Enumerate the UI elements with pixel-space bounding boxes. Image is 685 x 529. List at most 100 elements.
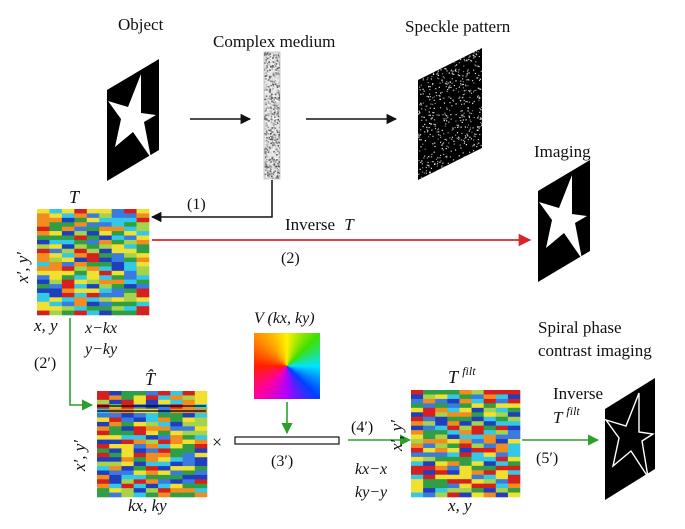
noise-dot <box>424 131 426 133</box>
matrix-cell <box>124 239 137 245</box>
noise-dot <box>275 123 277 126</box>
noise-dot <box>265 59 267 61</box>
matrix-cell <box>99 222 112 227</box>
matrix-cell <box>133 413 147 418</box>
matrix-cell <box>86 262 100 267</box>
noise-dot <box>274 170 276 172</box>
matrix-cell <box>74 275 88 280</box>
noise-dot <box>278 66 280 69</box>
noise-dot <box>428 96 430 98</box>
noise-dot <box>272 80 274 83</box>
noise-dot <box>424 54 427 56</box>
noise-dot <box>466 53 468 55</box>
matrix-cell <box>459 398 472 404</box>
matrix-cell <box>61 306 75 311</box>
noise-dot <box>273 142 275 144</box>
noise-dot <box>458 97 460 99</box>
noise-dot <box>268 63 270 65</box>
noise-dot <box>439 172 441 174</box>
matrix-cell <box>133 444 147 449</box>
noise-dot <box>478 160 480 162</box>
noise-dot <box>466 126 468 128</box>
noise-dot <box>434 125 436 127</box>
matrix-cell <box>37 279 50 285</box>
noise-dot <box>431 84 434 86</box>
noise-dot <box>269 158 272 161</box>
noise-dot <box>445 148 447 150</box>
matrix-cell <box>182 457 196 462</box>
matrix-cell <box>145 457 159 462</box>
noise-dot <box>276 84 278 87</box>
Tfilt-row-axis-label: x′, y′ <box>387 420 406 452</box>
matrix-cell <box>483 443 497 449</box>
noise-dot <box>469 128 471 131</box>
noise-dot <box>451 179 453 180</box>
matrix-cell <box>124 235 137 241</box>
noise-dot <box>422 167 424 169</box>
noise-dot <box>456 124 458 126</box>
noise-dot <box>425 166 427 169</box>
noise-dot <box>269 121 272 124</box>
matrix-cell <box>133 488 147 493</box>
matrix-cell <box>194 435 208 440</box>
noise-dot <box>270 75 272 78</box>
noise-dot <box>274 167 276 169</box>
matrix-cell <box>435 461 448 467</box>
noise-dot <box>478 87 480 90</box>
noise-dot <box>275 163 278 165</box>
noise-dot <box>429 170 431 173</box>
matrix-cell <box>435 443 448 449</box>
noise-dot <box>264 137 267 139</box>
noise-dot <box>275 120 277 123</box>
noise-dot <box>480 117 482 119</box>
noise-dot <box>275 130 277 132</box>
matrix-cell <box>121 404 134 409</box>
matrix-cell <box>507 416 521 422</box>
matrix-cell <box>495 430 509 435</box>
inverse-T-symbol: T <box>344 215 355 234</box>
noise-dot <box>437 74 439 76</box>
noise-dot <box>444 125 446 127</box>
noise-dot <box>272 66 274 68</box>
matrix-cell <box>133 404 147 409</box>
noise-dot <box>475 54 478 56</box>
noise-dot <box>270 162 273 165</box>
matrix-cell <box>423 443 436 449</box>
noise-dot <box>265 119 267 121</box>
noise-dot <box>276 86 279 88</box>
noise-dot <box>438 94 440 97</box>
noise-dot <box>418 136 420 138</box>
T-filt-superscript: filt <box>462 364 476 378</box>
noise-dot <box>454 65 456 67</box>
noise-dot <box>444 65 446 67</box>
noise-dot <box>266 124 268 126</box>
noise-dot <box>270 107 273 110</box>
matrix-cell <box>459 416 472 422</box>
matrix-cell <box>49 262 63 267</box>
noise-dot <box>276 53 278 56</box>
matrix-cell <box>435 465 448 471</box>
noise-dot <box>275 171 277 173</box>
noise-dot <box>432 59 434 61</box>
noise-dot <box>276 57 279 59</box>
noise-dot <box>456 166 458 168</box>
noise-dot <box>430 78 432 80</box>
matrix-cell <box>471 452 484 458</box>
noise-dot <box>275 74 277 76</box>
noise-dot <box>418 160 420 162</box>
noise-dot <box>429 98 431 100</box>
matrix-cell <box>86 270 100 276</box>
matrix-cell <box>121 399 134 405</box>
noise-dot <box>462 81 464 83</box>
noise-dot <box>277 105 280 107</box>
matrix-cell <box>136 279 150 285</box>
matrix-cell <box>459 443 472 449</box>
matrix-cell <box>133 426 147 432</box>
noise-dot <box>449 58 451 60</box>
noise-dot <box>427 161 429 164</box>
noise-dot <box>264 117 266 120</box>
matrix-cell <box>121 452 134 458</box>
matrix-cell <box>133 470 147 476</box>
noise-dot <box>422 65 424 67</box>
noise-dot <box>471 173 473 175</box>
